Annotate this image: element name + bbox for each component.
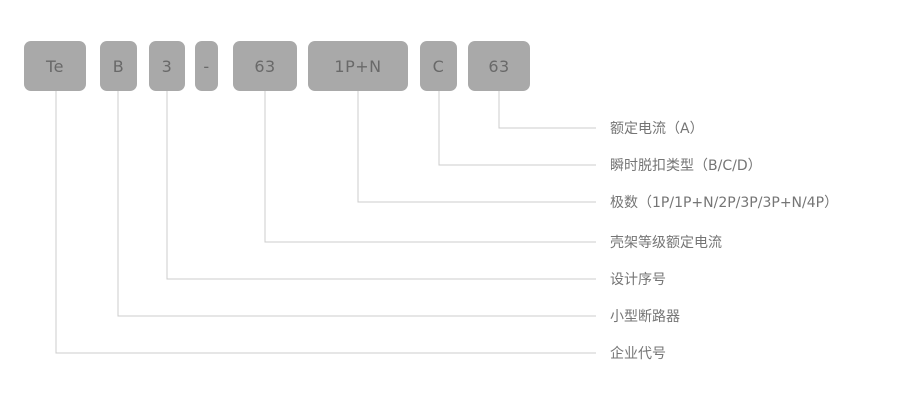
code-box-poles: 1P+N (308, 41, 408, 91)
code-box-b: B (100, 41, 137, 91)
label-enterprise-code: 企业代号 (610, 346, 666, 362)
connector-te-line (55, 91, 596, 354)
code-box-separator: - (195, 41, 218, 91)
label-mini-breaker: 小型断路器 (610, 309, 680, 325)
connector-63a-line (264, 91, 596, 243)
label-frame-current: 壳架等级额定电流 (610, 235, 722, 251)
code-box-63-rated: 63 (468, 41, 530, 91)
code-box-63-frame: 63 (233, 41, 297, 91)
connector-63b-line (498, 91, 596, 129)
label-trip-type: 瞬时脱扣类型（B/C/D） (610, 158, 762, 174)
label-poles: 极数（1P/1P+N/2P/3P/3P+N/4P） (610, 195, 839, 211)
connector-c-line (438, 91, 596, 166)
connector-3-line (166, 91, 596, 280)
connector-1pn-line (357, 91, 596, 203)
label-rated-current: 额定电流（A） (610, 121, 704, 137)
code-box-3: 3 (149, 41, 185, 91)
code-box-trip-type: C (420, 41, 457, 91)
code-box-te: Te (24, 41, 86, 91)
label-design-serial: 设计序号 (610, 272, 666, 288)
connector-b-line (117, 91, 596, 317)
